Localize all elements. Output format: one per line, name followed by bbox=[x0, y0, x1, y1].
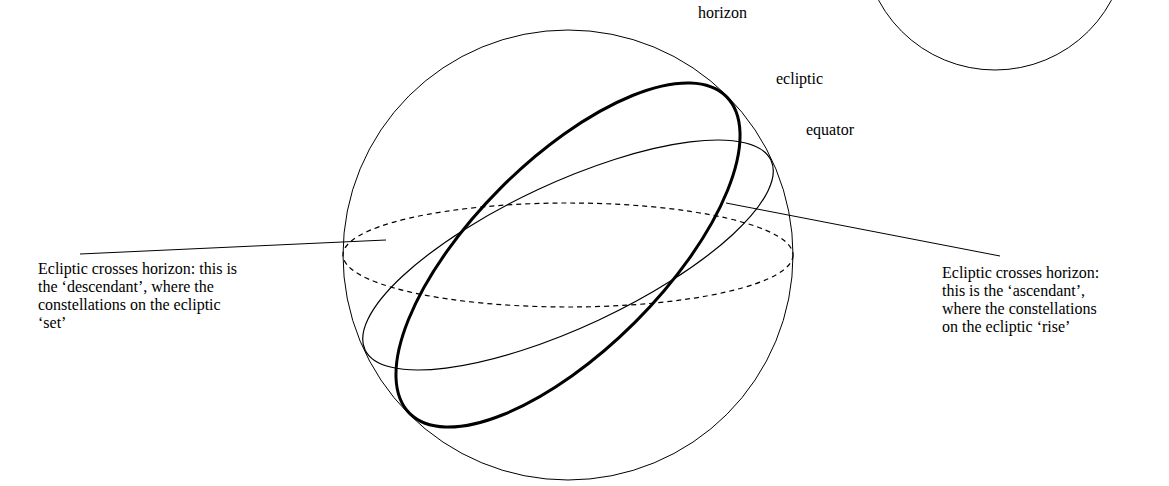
callout-text: Ecliptic crosses horizon: this is the ‘d… bbox=[38, 260, 238, 332]
horizon-label: horizon bbox=[698, 4, 747, 22]
partial-circle bbox=[863, 0, 1127, 70]
ecliptic-ellipse bbox=[335, 95, 802, 415]
equator-label: equator bbox=[806, 121, 854, 139]
leader-line bbox=[726, 203, 1000, 256]
ecliptic-label: ecliptic bbox=[776, 70, 823, 88]
equator-ellipse bbox=[343, 203, 793, 307]
celestial-sphere bbox=[343, 30, 793, 480]
callout-text: Ecliptic crosses horizon: this is the ‘a… bbox=[942, 264, 1102, 336]
horizon-ellipse bbox=[342, 29, 793, 480]
leader-line bbox=[80, 240, 386, 254]
